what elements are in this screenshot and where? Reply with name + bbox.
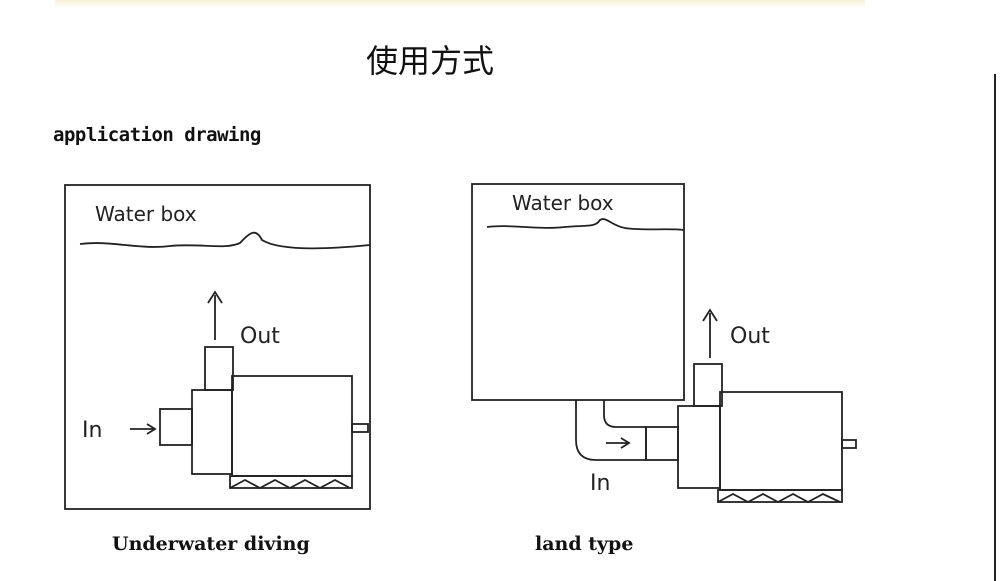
- out-label: Out: [240, 324, 280, 349]
- in-arrow-head: [146, 423, 157, 435]
- page-title: 使用方式: [365, 42, 494, 80]
- water-surface-line: [486, 218, 685, 231]
- pump-feet: [229, 478, 351, 490]
- pump-feet: [717, 492, 841, 504]
- pump-cable: [841, 439, 857, 449]
- right-edge-line: [994, 74, 996, 581]
- water-box-frame: [471, 183, 685, 401]
- out-label: Out: [730, 324, 770, 349]
- pump-inlet: [645, 426, 679, 461]
- pump-head: [677, 405, 721, 489]
- in-label: In: [82, 418, 102, 443]
- outlet-pipe: [693, 363, 723, 407]
- pump-base: [717, 489, 843, 503]
- out-arrow-head: [207, 290, 223, 304]
- water-box-label: Water box: [95, 202, 197, 226]
- underwater-diagram: Water box Out In: [64, 184, 371, 510]
- land-caption: land type: [535, 533, 634, 555]
- top-border: [55, 0, 865, 8]
- pump-head: [191, 389, 233, 475]
- section-label: application drawing: [53, 124, 261, 146]
- water-surface-line: [79, 231, 371, 250]
- water-box-frame: [64, 184, 371, 510]
- pump-motor: [231, 375, 353, 477]
- inlet-pipe-inner: [603, 400, 646, 428]
- pump-motor: [719, 391, 843, 491]
- land-diagram: Water box In Out: [471, 183, 857, 504]
- outlet-pipe: [204, 346, 234, 391]
- inlet-pipe-outer: [575, 400, 646, 461]
- inlet-pipe: [159, 408, 193, 446]
- out-arrow-head: [702, 308, 718, 322]
- water-box-label: Water box: [512, 191, 614, 215]
- in-arrow-head: [620, 437, 631, 449]
- pump-cable: [351, 423, 369, 433]
- in-label: In: [590, 471, 610, 496]
- underwater-caption: Underwater diving: [112, 533, 310, 555]
